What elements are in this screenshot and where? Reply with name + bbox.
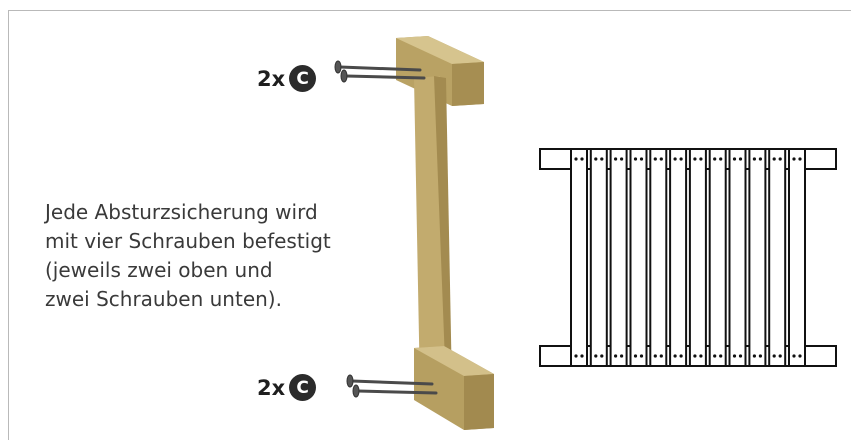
picket-screw-dot <box>620 157 624 161</box>
railing-picket <box>609 148 628 367</box>
railing-picket <box>589 148 608 367</box>
picket-screw-dot <box>699 354 703 358</box>
picket-screw-dot <box>713 157 717 161</box>
bottom-rail-top-face <box>414 346 494 376</box>
picket-screw-dot <box>633 354 638 358</box>
picket-screw-dot <box>719 157 723 161</box>
picket-screw-dot <box>620 354 624 358</box>
picket-screw-dot <box>719 354 723 358</box>
picket-screw-dot <box>758 354 763 358</box>
railing-picket <box>748 148 767 367</box>
picket-screw-dot <box>752 354 757 358</box>
picket-screw-dot <box>580 354 584 358</box>
vertical-post-side <box>434 76 452 388</box>
picket-screw-dot <box>738 354 743 358</box>
instruction-line-2: mit vier Schrauben befestigt <box>45 229 331 253</box>
picket-screw-dot <box>614 354 618 358</box>
railing-picket <box>669 148 688 367</box>
picket-screw-dot <box>699 157 703 161</box>
picket-screw-dot <box>594 157 598 161</box>
picket-screw-dot <box>752 157 757 161</box>
instruction-line-1: Jede Absturzsicherung wird <box>45 200 318 224</box>
picket-screw-dot <box>772 157 776 161</box>
railing-picket <box>688 148 707 367</box>
picket-screw-dot <box>732 354 737 358</box>
picket-screw-dot <box>639 157 644 161</box>
railing-picket <box>788 148 806 367</box>
picket-screw-dot <box>600 157 604 161</box>
picket-screw-dot <box>659 157 663 161</box>
picket-screw-dot <box>738 157 743 161</box>
instruction-line-3: (jeweils zwei oben und <box>45 258 273 282</box>
railing-diagram <box>539 148 837 367</box>
railing-picket <box>708 148 727 367</box>
top-screw-quantity: 2x C <box>257 65 317 92</box>
top-rail-end-face <box>452 62 484 106</box>
railing-picket <box>649 148 668 367</box>
picket-screw-dot <box>679 157 683 161</box>
picket-screw-dot <box>778 157 782 161</box>
picket-screw-dot <box>639 354 644 358</box>
picket-screw-dot <box>633 157 638 161</box>
picket-screw-dot <box>580 157 584 161</box>
picket-screw-dot <box>653 157 657 161</box>
picket-screw-dot <box>574 157 578 161</box>
picket-screw-dot <box>600 354 604 358</box>
picket-screw-dot <box>798 157 802 161</box>
picket-screw-dot <box>574 354 578 358</box>
picket-screw-dot <box>673 354 677 358</box>
wooden-post-assembly <box>396 36 494 430</box>
railing-picket <box>768 148 787 367</box>
picket-screw-dot <box>798 354 802 358</box>
picket-screw-dot <box>659 354 663 358</box>
picket-screw-dot <box>713 354 717 358</box>
railing-picket <box>629 148 648 367</box>
picket-screw-dot <box>614 157 618 161</box>
picket-screw-dot <box>673 157 677 161</box>
picket-screw-dot <box>693 354 697 358</box>
picket-screw-dot <box>792 354 796 358</box>
bottom-screws <box>346 374 438 398</box>
picket-screw-dot <box>679 354 683 358</box>
picket-screw-dot <box>653 354 657 358</box>
railing-picket <box>728 148 747 367</box>
bottom-screw-quantity: 2x C <box>257 374 317 401</box>
picket-screw-dot <box>594 354 598 358</box>
bottom-rail-end-face <box>464 374 494 430</box>
picket-screw-dot <box>732 157 737 161</box>
picket-screw-dot <box>693 157 697 161</box>
picket-screw-dot <box>778 354 782 358</box>
top-rail-top-face <box>396 36 484 64</box>
top-screw-count: 2x <box>257 66 286 91</box>
picket-screw-dot <box>758 157 763 161</box>
bottom-screw-count: 2x <box>257 375 286 400</box>
figure-frame <box>8 10 851 440</box>
top-screws <box>334 60 426 83</box>
picket-screw-dot <box>772 354 776 358</box>
instruction-text: Jede Absturzsicherung wird mit vier Schr… <box>45 198 375 314</box>
part-c-badge: C <box>289 65 317 92</box>
picket-screw-dot <box>792 157 796 161</box>
railing-picket <box>570 148 588 367</box>
part-c-badge: C <box>289 374 317 401</box>
instruction-line-4: zwei Schrauben unten). <box>45 287 282 311</box>
